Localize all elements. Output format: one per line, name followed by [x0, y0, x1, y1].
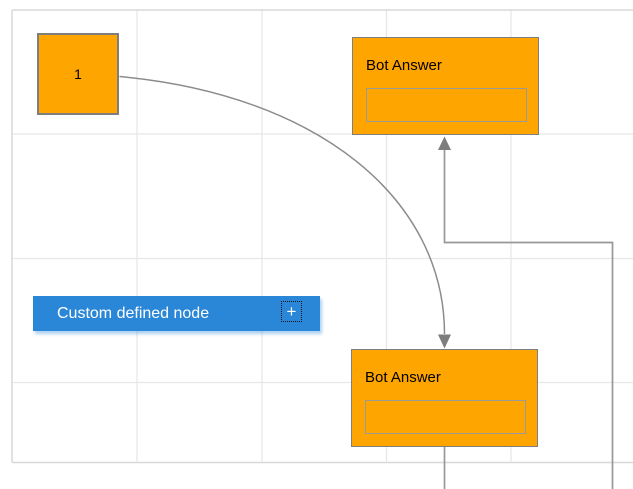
bot-answer-text-field[interactable]: [366, 88, 527, 122]
custom-node-label: Custom defined node: [57, 304, 210, 322]
arrow-down-icon: [438, 334, 451, 349]
bot-answer-node-top[interactable]: Bot Answer: [352, 37, 539, 135]
custom-defined-node[interactable]: Custom defined node +: [33, 296, 320, 331]
plus-icon: +: [286, 302, 297, 321]
bot-answer-title: Bot Answer: [366, 57, 442, 74]
canvas-border: [11, 9, 633, 464]
bot-answer-title: Bot Answer: [365, 369, 441, 386]
orthogonal-connector[interactable]: [443, 150, 614, 489]
node-1[interactable]: 1: [37, 33, 119, 115]
bot-answer-text-field[interactable]: [365, 400, 526, 434]
bezier-connector[interactable]: [119, 75, 446, 335]
node-1-label: 1: [74, 66, 82, 82]
add-port-button[interactable]: +: [281, 301, 302, 322]
bot-answer-node-bottom[interactable]: Bot Answer: [351, 349, 538, 447]
arrow-up-icon: [438, 136, 451, 150]
